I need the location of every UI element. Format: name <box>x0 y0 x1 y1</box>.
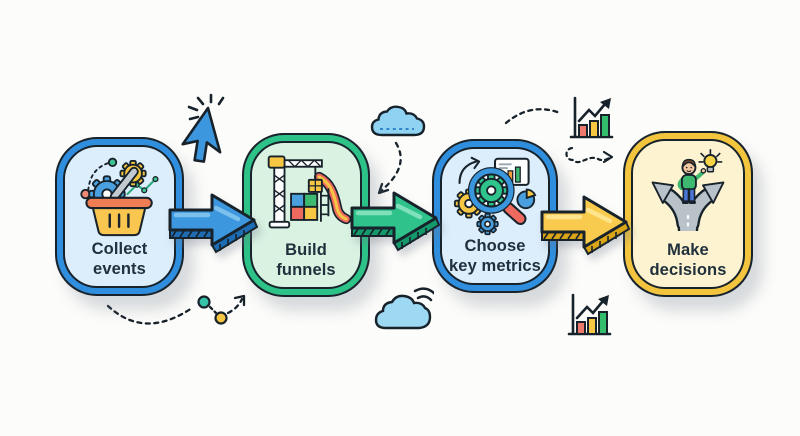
step-card-build-funnels: Build funnels <box>242 133 370 297</box>
basket-gears-icon <box>79 157 159 237</box>
step-label: Collect events <box>91 240 148 278</box>
growth-chart-icon <box>567 293 612 336</box>
step-label: Build funnels <box>276 241 336 279</box>
cloud-icon <box>370 105 426 137</box>
flow-arrow-3 <box>540 195 630 256</box>
cloud-signal-icon <box>374 287 434 330</box>
step-card-choose-key-metrics: Choose key metrics <box>432 139 558 293</box>
dashed-arrow-down <box>377 141 402 195</box>
step-card-collect-events: Collect events <box>55 137 184 296</box>
crane-blocks-slide-icon <box>267 155 352 229</box>
step-label: Choose key metrics <box>449 237 541 275</box>
flow-arrow-2 <box>350 191 440 252</box>
magnifier-gears-chart-icon <box>453 156 537 236</box>
flow-arrow-1 <box>168 193 258 254</box>
step-card-make-decisions: Make decisions <box>623 131 753 297</box>
growth-chart-icon <box>569 96 614 139</box>
dashed-arc <box>504 108 562 125</box>
person-crossroads-icon <box>651 148 725 231</box>
cursor-click-icon <box>181 93 225 163</box>
dashed-wave-dots <box>106 294 246 325</box>
step-label: Make decisions <box>649 241 727 279</box>
dashed-loop-arrow <box>565 146 614 164</box>
